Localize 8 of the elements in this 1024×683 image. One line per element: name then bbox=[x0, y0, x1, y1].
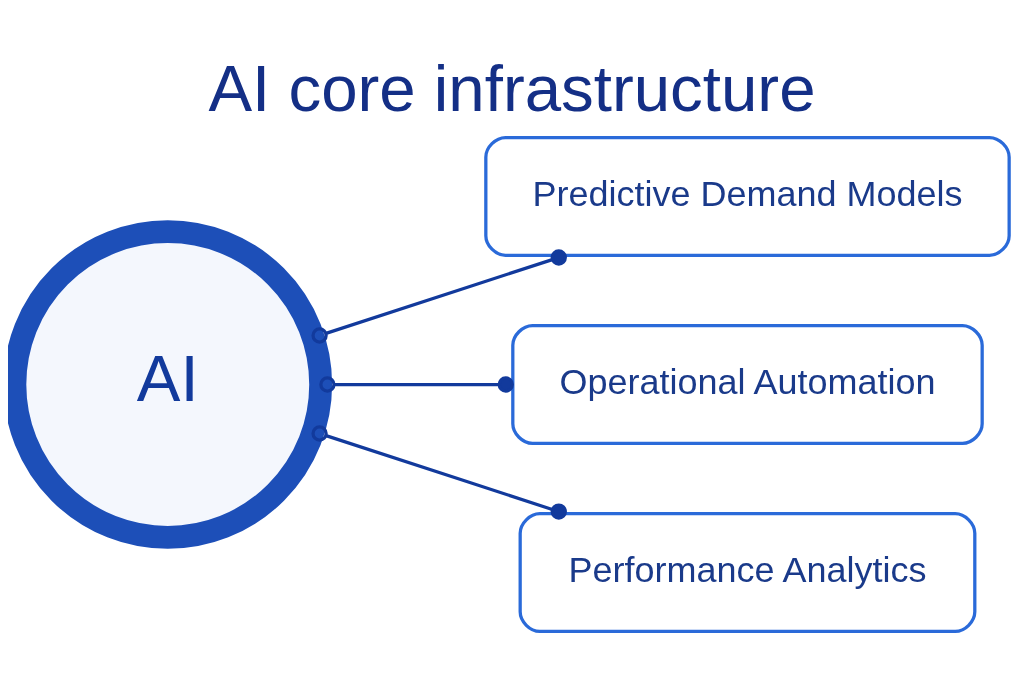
diagram-title: AI core infrastructure bbox=[208, 51, 816, 125]
connector bbox=[319, 375, 514, 393]
connector bbox=[311, 424, 567, 520]
node-box: Operational Automation bbox=[511, 323, 984, 445]
node-circle: AI bbox=[8, 219, 333, 549]
node-box: Predictive Demand Models bbox=[484, 135, 1011, 257]
connector bbox=[311, 248, 567, 344]
node-box: Performance Analytics bbox=[518, 511, 977, 633]
